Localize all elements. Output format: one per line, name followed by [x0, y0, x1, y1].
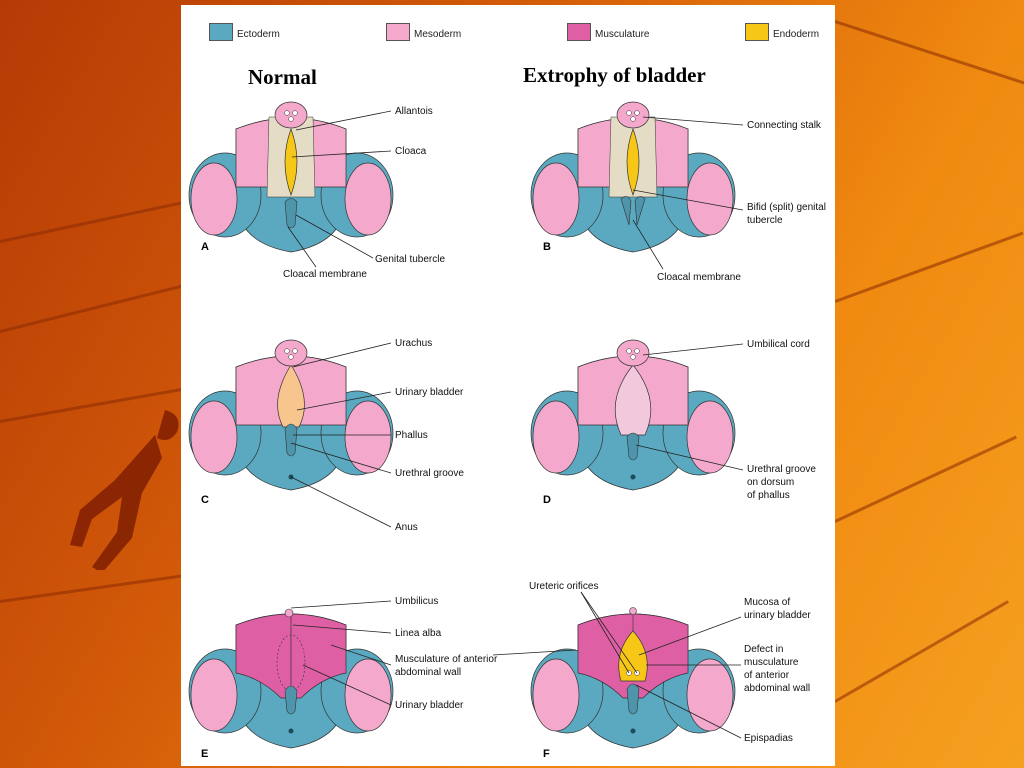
label-connecting-stalk: Connecting stalk: [747, 120, 822, 131]
leader-lines-f: [492, 591, 742, 739]
diagram-a: A: [188, 101, 394, 253]
legend-label-ectoderm: Ectoderm: [237, 29, 280, 40]
label-anus: Anus: [395, 522, 418, 533]
heading-normal: Normal: [248, 65, 317, 89]
label-cloacal-membrane-b: Cloacal membrane: [657, 272, 741, 283]
background-stripe: [834, 231, 1024, 303]
legend-label-mesoderm: Mesoderm: [414, 29, 462, 40]
label-cloacal-membrane-a: Cloacal membrane: [283, 269, 367, 280]
background-stripe: [0, 200, 187, 243]
leader-lines-b: [632, 116, 744, 270]
diagram-b: B: [530, 101, 736, 253]
legend-label-musculature: Musculature: [595, 29, 650, 40]
label-genital-tubercle: Genital tubercle: [375, 254, 445, 265]
label-abdominal-wall-e: abdominal wall: [395, 667, 461, 678]
heading-extrophy-of-bladder: Extrophy of bladder: [523, 63, 706, 87]
label-defect-in: Defect in: [744, 644, 783, 655]
legend-swatch-musculature: [567, 23, 591, 41]
diagram-d: D: [530, 339, 736, 506]
panel-letter-c: C: [201, 494, 209, 506]
label-urinary-bladder-f: urinary bladder: [744, 610, 811, 621]
legend-swatch-mesoderm: [386, 23, 410, 41]
label-of-phallus: of phallus: [747, 490, 790, 501]
legend-swatch-endoderm: [745, 23, 769, 41]
background-stripe: [0, 284, 185, 333]
label-of-anterior: of anterior: [744, 670, 790, 681]
legend-swatch-ectoderm: [209, 23, 233, 41]
leader-lines-c: [290, 342, 392, 528]
panel-letter-e: E: [201, 748, 208, 760]
background-stripe: [0, 573, 189, 603]
label-bifid-genital: Bifid (split) genital: [747, 202, 826, 213]
label-umbilical-cord: Umbilical cord: [747, 339, 810, 350]
diagram-e: E: [188, 608, 394, 760]
label-mucosa-of: Mucosa of: [744, 597, 790, 608]
legend-label-endoderm: Endoderm: [773, 29, 820, 40]
leader-lines-a: [287, 110, 392, 268]
label-cloaca: Cloaca: [395, 146, 427, 157]
runner-silhouette-icon: [70, 410, 179, 570]
label-allantois: Allantois: [395, 106, 433, 117]
leader-lines-d: [635, 343, 744, 471]
background-stripe: [834, 435, 1017, 523]
label-abdominal-wall-f: abdominal wall: [744, 683, 810, 694]
label-urethral-groove-d: Urethral groove: [747, 464, 816, 475]
panel-letter-b: B: [543, 241, 551, 253]
label-on-dorsum: on dorsum: [747, 477, 794, 488]
background-stripe: [834, 600, 1009, 703]
label-ureteric-orifices: Ureteric orifices: [529, 581, 598, 592]
panel-letter-d: D: [543, 494, 551, 506]
label-urinary-bladder-e: Urinary bladder: [395, 700, 464, 711]
label-umbilicus: Umbilicus: [395, 596, 438, 607]
embryo-diagrams: A Allantois Cloaca Genital tubercle Cloa…: [188, 101, 826, 760]
label-musculature: musculature: [744, 657, 799, 668]
background-stripe: [834, 20, 1024, 85]
label-phallus: Phallus: [395, 430, 428, 441]
label-tubercle: tubercle: [747, 215, 783, 226]
panel-letter-f: F: [543, 748, 550, 760]
panel-letter-a: A: [201, 241, 209, 253]
label-musculature-of-anterior: Musculature of anterior: [395, 654, 498, 665]
label-urethral-groove-c: Urethral groove: [395, 468, 464, 479]
figure-panel: Ectoderm Mesoderm Musculature Endoderm N…: [181, 5, 835, 766]
label-urinary-bladder-c: Urinary bladder: [395, 387, 464, 398]
label-urachus: Urachus: [395, 338, 432, 349]
leader-lines-e: [290, 600, 392, 706]
label-epispadias: Epispadias: [744, 733, 793, 744]
label-linea-alba: Linea alba: [395, 628, 442, 639]
diagram-c: C: [188, 339, 394, 506]
